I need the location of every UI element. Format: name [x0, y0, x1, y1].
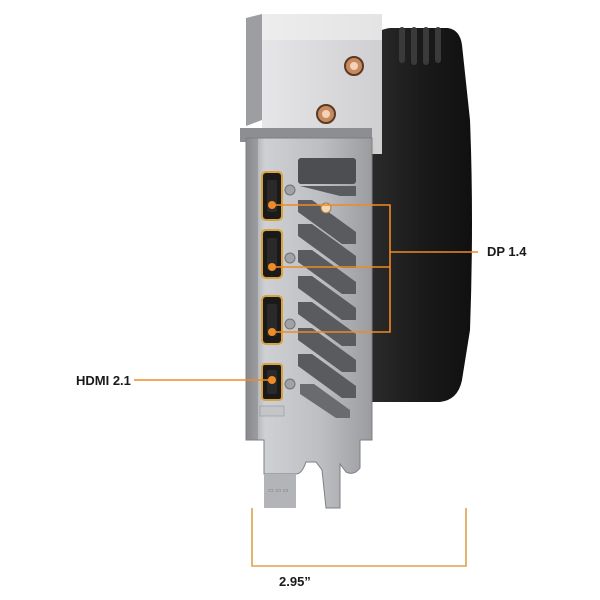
port-screw	[284, 184, 296, 196]
width-label: 2.95”	[279, 574, 311, 589]
svg-text:▭ ▭ ▭: ▭ ▭ ▭	[268, 488, 289, 494]
dp-callout-lines	[272, 204, 478, 333]
callout-dot	[268, 328, 276, 336]
bracket-lower-tab	[264, 474, 296, 508]
dp-port-1	[261, 171, 283, 221]
callout-dot	[268, 201, 276, 209]
port-screw	[284, 252, 296, 264]
port-screw	[284, 318, 296, 330]
shroud-ridges	[399, 27, 441, 65]
dp-label: DP 1.4	[487, 244, 527, 259]
bracket-top-tab	[246, 14, 262, 126]
vent-grille	[298, 158, 356, 418]
hdmi-label: HDMI 2.1	[76, 373, 131, 388]
bracket-top-bend	[262, 14, 382, 40]
port-screw	[284, 378, 296, 390]
card-shroud	[372, 28, 472, 402]
dp-port-2	[261, 229, 283, 279]
callout-dot	[268, 263, 276, 271]
dp-port-3	[261, 295, 283, 345]
callout-dot	[268, 376, 276, 384]
width-dimension-line	[251, 508, 467, 567]
